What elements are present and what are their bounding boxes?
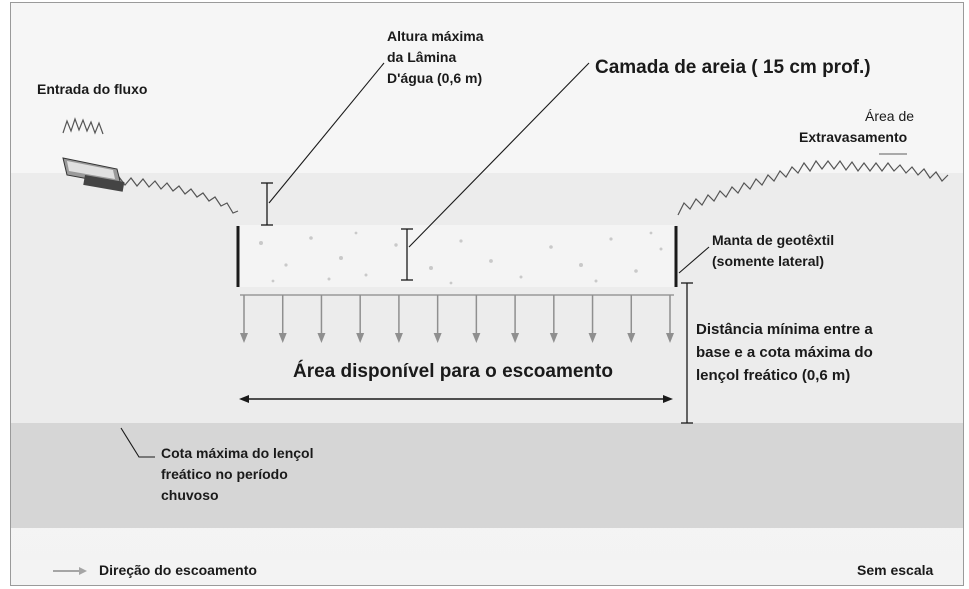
flow-area-label: Área disponível para o escoamento [293,361,613,382]
water-table-label-line3: chuvoso [161,487,219,503]
flow-direction-legend-arrowhead [79,567,87,575]
inflow-grass [62,117,104,135]
sand-layer [239,225,675,287]
max-water-height-dimension [261,182,273,226]
infiltration-arrowhead [627,333,636,343]
sand-layer-leader [408,62,590,248]
sand-depth-dimension [401,228,413,281]
infiltration-arrowhead [317,333,326,343]
flow-area-arrow [239,395,673,403]
min-distance-dimension [681,282,693,424]
infiltration-arrowhead [511,333,520,343]
max-height-leader [268,62,385,204]
left-slope-grass [110,176,239,214]
inflow-pipe [62,157,125,192]
infiltration-arrowhead [278,333,287,343]
min-distance-label-line3: lençol freático (0,6 m) [696,367,851,384]
geotextile-leader [678,246,710,274]
sky-area [11,3,963,173]
infiltration-arrowhead [666,333,674,343]
max-height-label-line3: D'água (0,6 m) [387,70,483,86]
ground-area [11,173,963,423]
inflow-label: Entrada do fluxo [37,81,148,97]
geotextile-label-line1: Manta de geotêxtil [712,232,835,248]
max-height-label-line2: da Lâmina [387,49,457,65]
geotextile-label-line2: (somente lateral) [712,253,825,269]
infiltration-arrowhead [588,333,597,343]
overflow-label-line2: Extravasamento [799,129,908,145]
cross-section-drawing [11,3,963,575]
infiltration-arrowhead [240,333,248,343]
water-table-band [11,423,963,528]
infiltration-arrowhead [549,333,558,343]
no-scale-label: Sem escala [857,562,934,578]
infiltration-arrows [240,295,674,343]
sand-layer-label: Camada de areia ( 15 cm prof.) [595,57,871,78]
min-distance-label-line2: base e a cota máxima do [696,344,873,361]
flow-direction-legend-label: Direção do escoamento [99,562,257,578]
infiltration-arrowhead [394,333,403,343]
sand-grains [259,231,663,285]
water-table-label-line1: Cota máxima do lençol [161,445,314,461]
diagram-frame: Entrada do fluxo Altura máxima da Lâmina… [10,2,964,586]
max-height-label-line1: Altura máxima [387,28,484,44]
overflow-label-line1: Área de [865,108,915,124]
water-table-leader [120,427,155,458]
infiltration-arrowhead [472,333,481,343]
infiltration-arrowhead [433,333,442,343]
right-slope-grass [677,159,949,216]
water-table-label-line2: freático no período [161,466,288,482]
min-distance-label-line1: Distância mínima entre a [696,321,873,338]
infiltration-arrowhead [356,333,365,343]
